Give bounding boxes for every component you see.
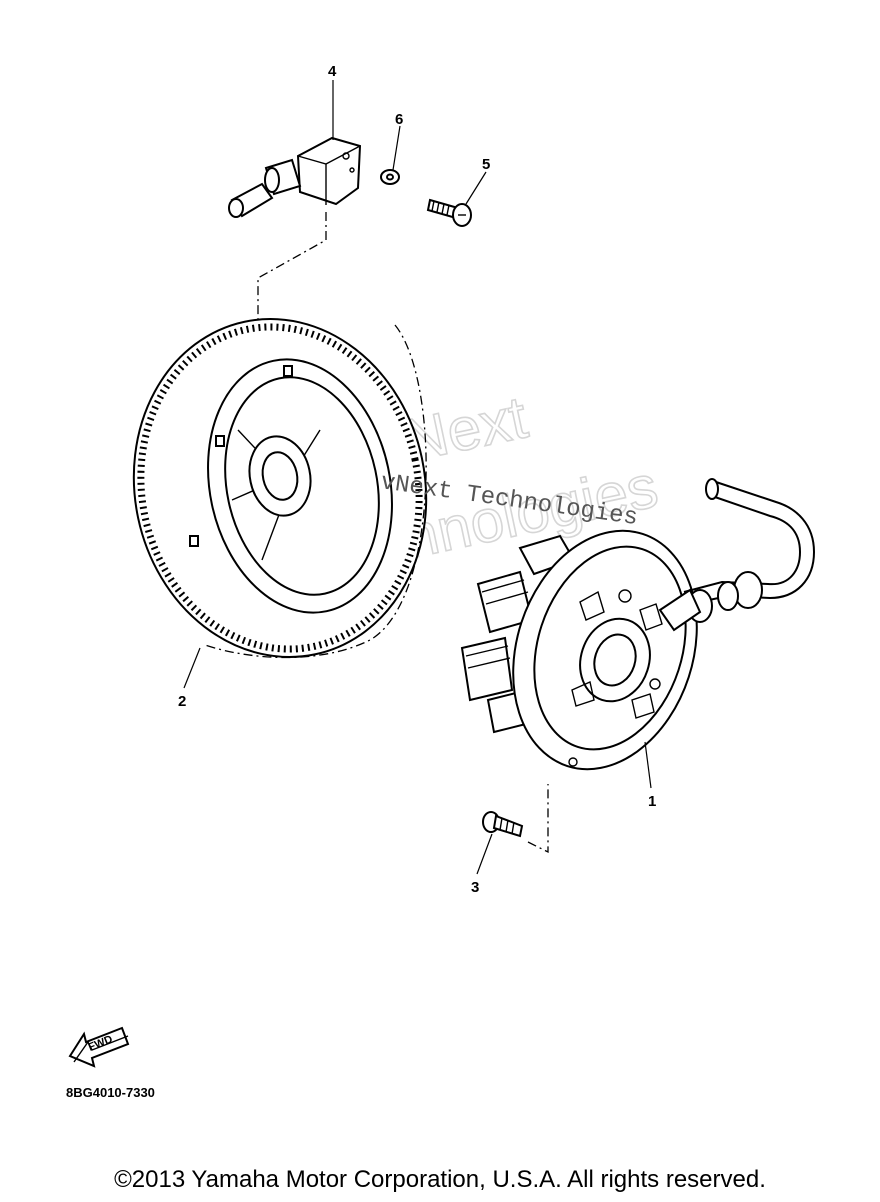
callout-6: 6 [395,111,403,128]
assembly-line-screw [527,784,549,854]
copyright-notice: ©2013 Yamaha Motor Corporation, U.S.A. A… [114,1166,766,1193]
callout-2: 2 [178,693,186,710]
callout-4: 4 [328,63,337,80]
leader-lines [183,80,652,875]
callout-3: 3 [471,879,479,896]
assembly-line-coil [257,212,327,330]
washer-part-6[interactable] [380,169,400,185]
callout-5: 5 [482,156,490,173]
callout-1: 1 [648,793,656,810]
screw-part-5[interactable] [426,198,472,227]
fwd-arrow-icon: FWD [68,1026,130,1068]
screw-part-3[interactable] [482,811,524,838]
flywheel-part-2[interactable] [103,292,457,685]
pickup-coil-part-4[interactable] [228,136,362,218]
stator-assembly-part-1[interactable] [460,478,816,793]
diagram-code: 8BG4010-7330 [66,1085,155,1100]
